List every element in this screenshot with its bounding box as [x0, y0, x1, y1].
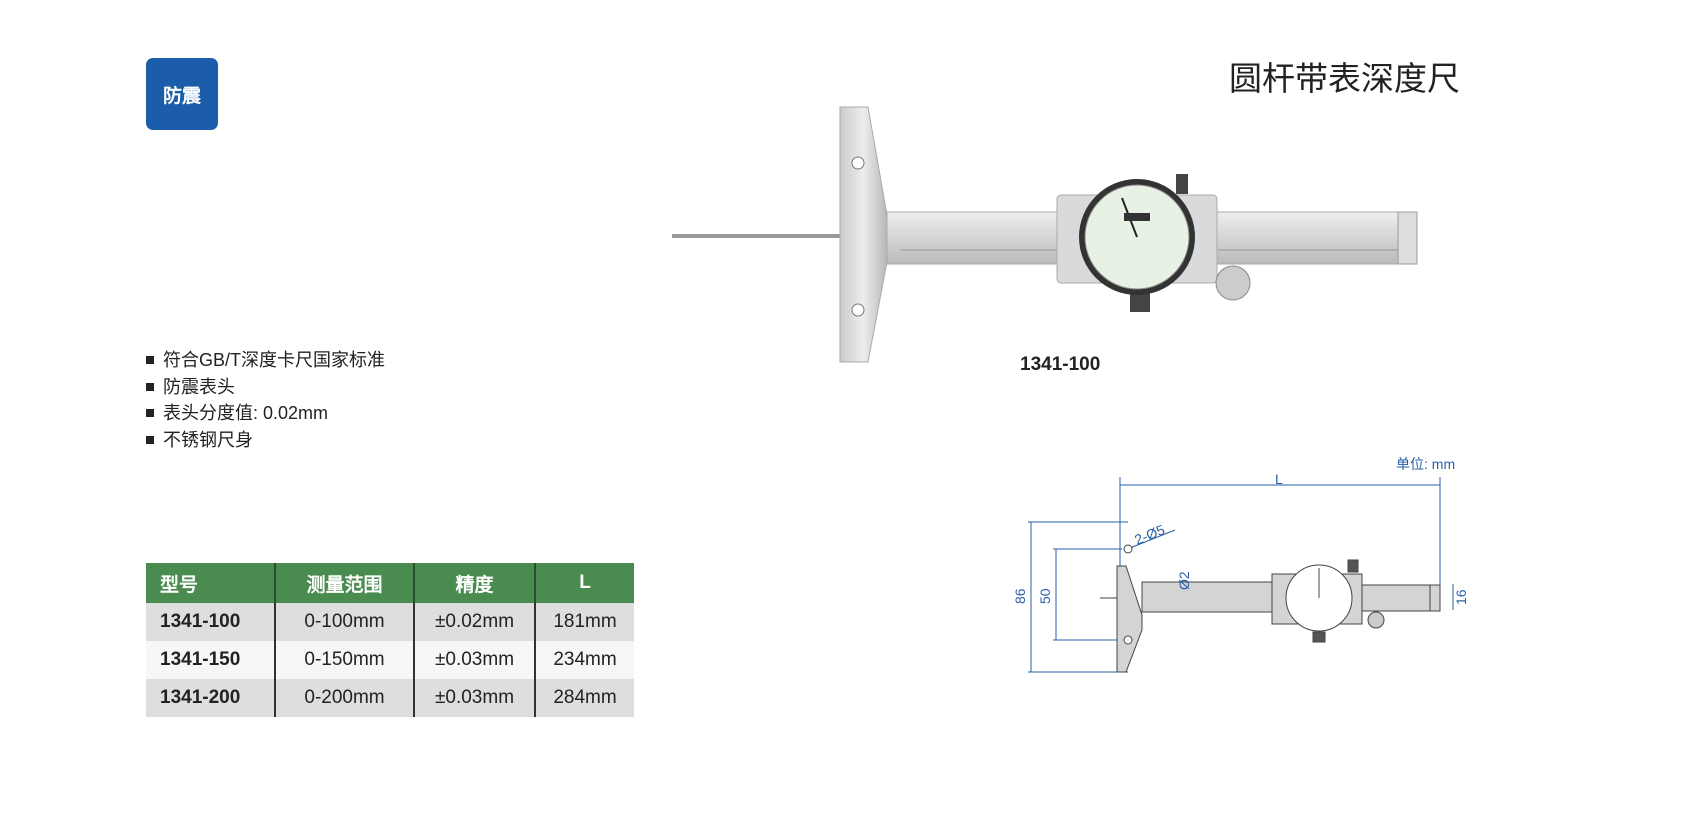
unit-label: 单位: mm [1396, 456, 1456, 472]
bezel-knob [1130, 292, 1150, 312]
feature-text: 符合GB/T深度卡尺国家标准 [163, 350, 386, 370]
dim-16: 16 [1453, 589, 1469, 605]
cell-range: 0-200mm [275, 679, 415, 717]
lock-screw [1176, 174, 1188, 194]
page-title: 圆杆带表深度尺 [1229, 60, 1460, 97]
feature-list: 符合GB/T深度卡尺国家标准 防震表头 表头分度值: 0.02mm 不锈钢尺身 [146, 347, 385, 453]
cell-accuracy: ±0.03mm [414, 641, 536, 679]
bullet-icon [146, 409, 154, 418]
col-header: L [535, 563, 634, 603]
bullet-icon [146, 356, 154, 365]
table-row: 1341-200 0-200mm ±0.03mm 284mm [146, 679, 634, 717]
cell-model: 1341-150 [146, 641, 276, 679]
feature-item: 表头分度值: 0.02mm [146, 400, 385, 427]
table-row: 1341-100 0-100mm ±0.02mm 181mm [146, 603, 634, 641]
cell-range: 0-100mm [275, 603, 415, 641]
dim-L: L [1275, 471, 1283, 487]
feature-item: 不锈钢尺身 [146, 427, 385, 454]
feature-text: 表头分度值: 0.02mm [163, 403, 329, 423]
bullet-icon [146, 435, 154, 444]
category-badge: 防震 [146, 58, 218, 130]
spec-table: 型号 测量范围 精度 L 1341-100 0-100mm ±0.02mm 18… [146, 563, 634, 717]
cell-length: 181mm [535, 603, 634, 641]
table-header: 型号 测量范围 精度 L [146, 563, 634, 603]
cell-accuracy: ±0.03mm [414, 679, 536, 717]
dim-50: 50 [1037, 588, 1053, 604]
feature-text: 不锈钢尺身 [163, 429, 253, 450]
cell-length: 284mm [535, 679, 634, 717]
col-header: 精度 [414, 563, 536, 603]
photo-caption: 1341-100 [1020, 354, 1101, 375]
feature-item: 防震表头 [146, 374, 385, 401]
cell-length: 234mm [535, 641, 634, 679]
dim-86: 86 [1012, 588, 1028, 604]
table-row: 1341-150 0-150mm ±0.03mm 234mm [146, 641, 634, 679]
cell-accuracy: ±0.02mm [414, 603, 536, 641]
dim-holes: 2-Ø5 [1132, 521, 1167, 548]
feature-text: 防震表头 [163, 376, 235, 397]
cell-model: 1341-200 [146, 679, 276, 717]
dim-diameter-2: Ø2 [1176, 571, 1192, 590]
col-header: 测量范围 [275, 563, 415, 603]
bullet-icon [146, 382, 154, 391]
thumb-roller [1215, 265, 1251, 301]
feature-item: 符合GB/T深度卡尺国家标准 [146, 347, 385, 374]
cell-range: 0-150mm [275, 641, 415, 679]
col-header: 型号 [146, 563, 276, 603]
cell-model: 1341-100 [146, 603, 276, 641]
